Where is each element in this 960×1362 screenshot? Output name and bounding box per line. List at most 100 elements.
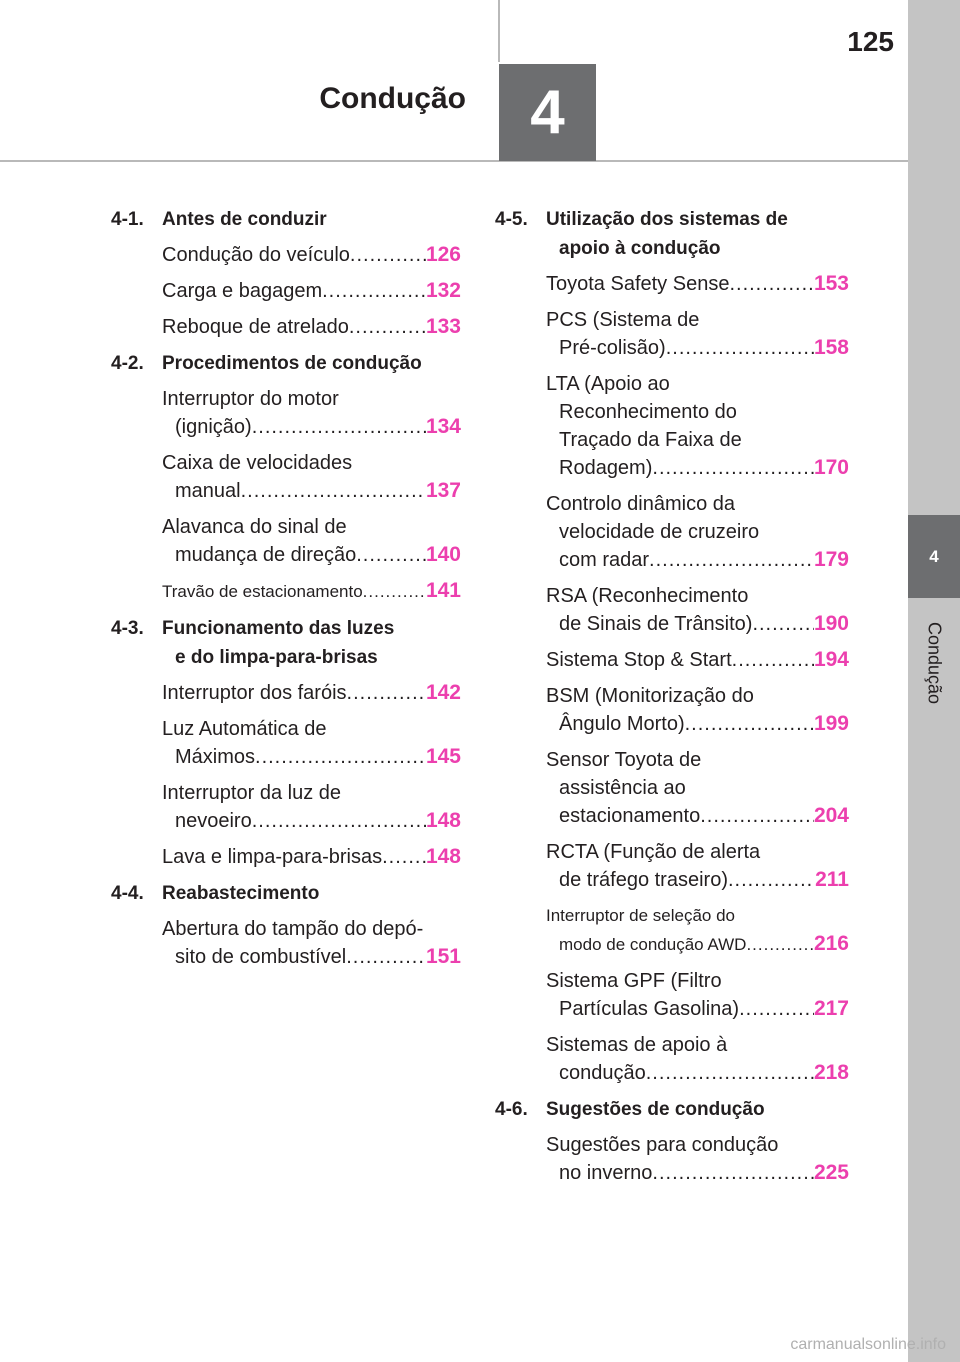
entry-page-link[interactable]: 225: [813, 1161, 849, 1184]
entry-page-link[interactable]: 211: [815, 868, 849, 891]
toc-entry[interactable]: Luz Automática deMáximos145: [162, 715, 461, 771]
entry-page-link[interactable]: 148: [425, 845, 461, 868]
dot-leader: [652, 1159, 814, 1187]
entry-text-line: Interruptor de seleção do: [546, 906, 736, 925]
entry-leader-row: condução218: [546, 1059, 849, 1087]
section-title-line: Reabastecimento: [162, 883, 320, 904]
toc-entry[interactable]: Condução do veículo126: [162, 241, 461, 269]
entry-text-line: sito de combustível: [175, 946, 347, 968]
toc-entry[interactable]: Caixa de velocidadesmanual137: [162, 449, 461, 505]
header-divider: [0, 160, 908, 162]
entry-page-link[interactable]: 170: [813, 456, 849, 479]
entry-page-link[interactable]: 217: [813, 997, 849, 1020]
section-heading[interactable]: 4-2.Procedimentos de condução: [111, 349, 461, 378]
toc-entry[interactable]: Travão de estacionamento 141: [162, 577, 461, 606]
entry-page-link[interactable]: 194: [813, 648, 849, 671]
entry-page-link[interactable]: 126: [425, 243, 461, 266]
entry-page-link[interactable]: 179: [813, 548, 849, 571]
chapter-number: 4: [530, 78, 565, 147]
section-heading[interactable]: 4-6.Sugestões de condução: [495, 1095, 849, 1124]
toc-entry[interactable]: Sistemas de apoio à condução218: [546, 1031, 849, 1087]
toc-entry[interactable]: Reboque de atrelado 133: [162, 313, 461, 341]
toc-entry[interactable]: Lava e limpa-para-brisas 148: [162, 843, 461, 871]
entry-leader-row: Lava e limpa-para-brisas 148: [162, 843, 461, 871]
toc-entry[interactable]: Toyota Safety Sense153: [546, 270, 849, 298]
entry-page-link[interactable]: 190: [813, 612, 849, 635]
dot-leader: [382, 843, 426, 871]
entry-page-link[interactable]: 151: [425, 945, 461, 968]
section-heading[interactable]: 4-1.Antes de conduzir: [111, 205, 461, 234]
entry-text-line: Pré-colisão): [559, 337, 666, 359]
entry-text-line: Travão de estacionamento: [162, 582, 363, 601]
entry-text-line: Reboque de atrelado: [162, 316, 349, 338]
entry-text-line: Controlo dinâmico da: [546, 493, 735, 515]
dot-leader: [739, 995, 814, 1023]
entry-page-link[interactable]: 133: [425, 315, 461, 338]
entry-leader-row: Partículas Gasolina)217: [546, 995, 849, 1023]
dot-leader: [732, 646, 814, 674]
entry-page-link[interactable]: 153: [813, 272, 849, 295]
entry-text-line: Sistema GPF (Filtro: [546, 970, 722, 992]
entry-text-line: PCS (Sistema de: [546, 309, 700, 331]
entry-page-link[interactable]: 148: [425, 809, 461, 832]
dot-leader: [700, 802, 814, 830]
entry-page-link[interactable]: 137: [425, 479, 461, 502]
entry-text-line: Sistemas de apoio à: [546, 1034, 728, 1056]
entry-text-line: Traçado da Faixa de: [559, 429, 742, 451]
section-number: 4-4.: [111, 883, 144, 904]
entry-leader-row: Rodagem)170: [546, 454, 849, 482]
toc-entry[interactable]: Carga e bagagem132: [162, 277, 461, 305]
toc-entry[interactable]: Interruptor da luz denevoeiro148: [162, 779, 461, 835]
section-number: 4-5.: [495, 209, 528, 230]
side-tab[interactable]: 4: [908, 515, 960, 598]
entry-page-link[interactable]: 218: [813, 1061, 849, 1084]
chapter-number-box: 4: [499, 64, 596, 161]
dot-leader: [252, 413, 426, 441]
section-title-line: Funcionamento das luzes: [162, 618, 395, 639]
section-number: 4-6.: [495, 1099, 528, 1120]
entry-page-link[interactable]: 204: [813, 804, 849, 827]
entry-page-link[interactable]: 158: [813, 336, 849, 359]
entry-page-link[interactable]: 140: [425, 543, 461, 566]
entry-text-line: com radar: [559, 549, 650, 571]
entry-page-link[interactable]: 216: [813, 932, 849, 955]
entry-text-line: (ignição): [175, 416, 252, 438]
entry-text-line: Lava e limpa-para-brisas: [162, 846, 383, 868]
entry-page-link[interactable]: 199: [813, 712, 849, 735]
entry-page-link[interactable]: 145: [425, 745, 461, 768]
entry-text-line: RCTA (Função de alerta: [546, 841, 761, 863]
entry-text-line: Sistema Stop & Start: [546, 649, 732, 671]
toc-entry[interactable]: Sistema Stop & Start 194: [546, 646, 849, 674]
entry-text-line: no inverno: [559, 1162, 653, 1184]
toc-entry[interactable]: Interruptor dos faróis142: [162, 679, 461, 707]
toc-entry[interactable]: PCS (Sistema de Pré-colisão) 158: [546, 306, 849, 362]
entry-text-line: Alavanca do sinal de: [162, 516, 347, 538]
entry-page-link[interactable]: 141: [425, 579, 461, 602]
entry-leader-row: de Sinais de Trânsito)190: [546, 610, 849, 638]
toc-entry[interactable]: Abertura do tampão do depó-sito de combu…: [162, 915, 461, 971]
entry-leader-row: manual137: [162, 477, 461, 505]
entry-page-link[interactable]: 132: [425, 279, 461, 302]
section-heading[interactable]: 4-4. Reabastecimento: [111, 879, 461, 908]
dot-leader: [255, 743, 426, 771]
entry-text-line: RSA (Reconhecimento: [546, 585, 749, 607]
entry-page-link[interactable]: 142: [425, 681, 461, 704]
entry-page-link[interactable]: 134: [425, 415, 461, 438]
entry-leader-row: Toyota Safety Sense153: [546, 270, 849, 298]
toc-entry[interactable]: RSA (Reconhecimento de Sinais de Trânsito…: [546, 582, 849, 638]
dot-leader: [350, 241, 426, 269]
toc-entry[interactable]: Interruptor do motor(ignição)134: [162, 385, 461, 441]
